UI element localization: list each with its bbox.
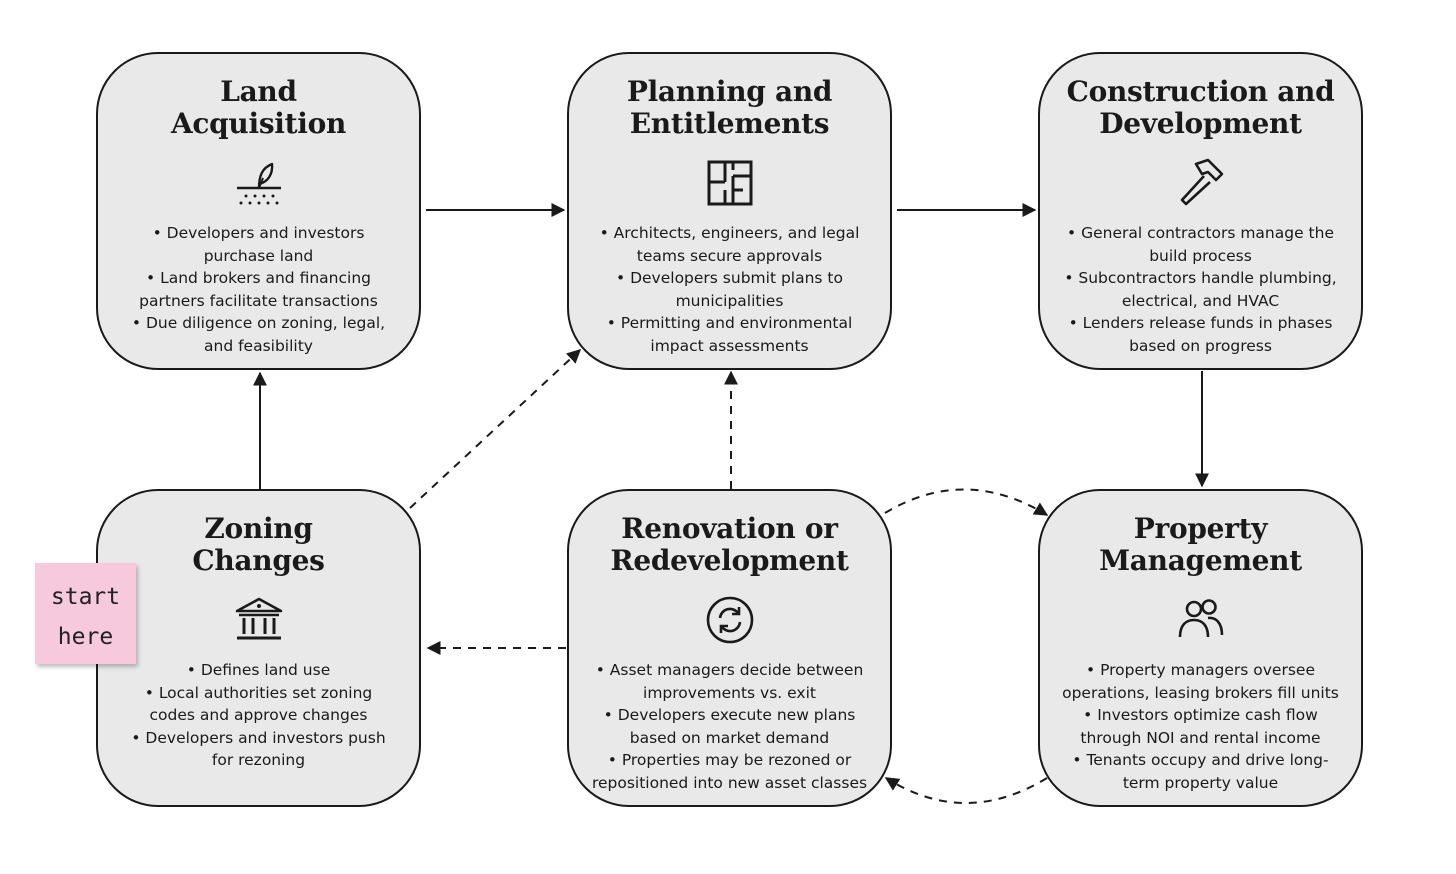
people-icon: [1178, 599, 1223, 638]
bullet-item: Developers execute new plans based on ma…: [591, 704, 868, 749]
edge-zoning-to-planning: [409, 349, 582, 509]
sticky-note-line: start: [50, 584, 121, 610]
node-title: Renovation or Redevelopment: [610, 512, 849, 577]
bullet-list: Developers and investors purchase land L…: [98, 222, 419, 357]
node-title: Zoning Changes: [192, 512, 325, 577]
bullet-item: General contractors manage the build pro…: [1062, 222, 1339, 267]
bullet-list: Architects, engineers, and legal teams s…: [569, 222, 890, 357]
bullet-list: Asset managers decide between improvemen…: [569, 659, 890, 794]
bullet-item: Developers submit plans to municipalitie…: [591, 267, 868, 312]
start-here-sticky-note: start here: [35, 563, 136, 664]
bullet-item: Permitting and environmental impact asse…: [591, 312, 868, 357]
bullet-item: Local authorities set zoning codes and a…: [120, 682, 397, 727]
bullet-item: Defines land use: [120, 659, 397, 682]
node-title: Construction and Development: [1066, 75, 1335, 140]
node-planning-entitlements: Planning and Entitlements Architects, en…: [567, 52, 892, 370]
floor-plan-icon: [707, 160, 752, 206]
bullet-item: Developers and investors purchase land: [120, 222, 397, 267]
node-title: Property Management: [1099, 512, 1302, 577]
edge-property-to-renovation: [884, 777, 1048, 804]
bullet-item: Subcontractors handle plumbing, electric…: [1062, 267, 1339, 312]
bullet-item: Lenders release funds in phases based on…: [1062, 312, 1339, 357]
bullet-item: Architects, engineers, and legal teams s…: [591, 222, 868, 267]
sticky-note-line: here: [57, 624, 114, 650]
bullet-item: Tenants occupy and drive long-term prope…: [1062, 749, 1339, 794]
hammer-icon: [1180, 158, 1223, 206]
bullet-item: Investors optimize cash flow through NOI…: [1062, 704, 1339, 749]
node-land-acquisition: Land Acquisition Developers and investor…: [96, 52, 421, 370]
bullet-item: Due diligence on zoning, legal, and feas…: [120, 312, 397, 357]
node-zoning-changes: Zoning Changes Defines land use Local au…: [96, 489, 421, 807]
bullet-list: General contractors manage the build pro…: [1040, 222, 1361, 357]
bullet-item: Asset managers decide between improvemen…: [591, 659, 868, 704]
edge-renovation-to-property: [884, 488, 1049, 516]
bullet-list: Defines land use Local authorities set z…: [98, 659, 419, 772]
node-property-management: Property Management Property managers ov…: [1038, 489, 1363, 807]
node-title: Land Acquisition: [170, 75, 347, 140]
node-title: Planning and Entitlements: [626, 75, 833, 140]
bullet-item: Property managers oversee operations, le…: [1062, 659, 1339, 704]
bullet-item: Land brokers and financing partners faci…: [120, 267, 397, 312]
node-construction-development: Construction and Development General con…: [1038, 52, 1363, 370]
bullet-item: Properties may be rezoned or repositione…: [591, 749, 868, 794]
refresh-cycle-icon: [706, 596, 753, 644]
node-renovation-redevelopment: Renovation or Redevelopment Asset manage…: [567, 489, 892, 807]
government-building-icon: [235, 597, 282, 640]
bullet-item: Developers and investors push for rezoni…: [120, 727, 397, 772]
sprout-icon: [236, 162, 281, 205]
bullet-list: Property managers oversee operations, le…: [1040, 659, 1361, 794]
